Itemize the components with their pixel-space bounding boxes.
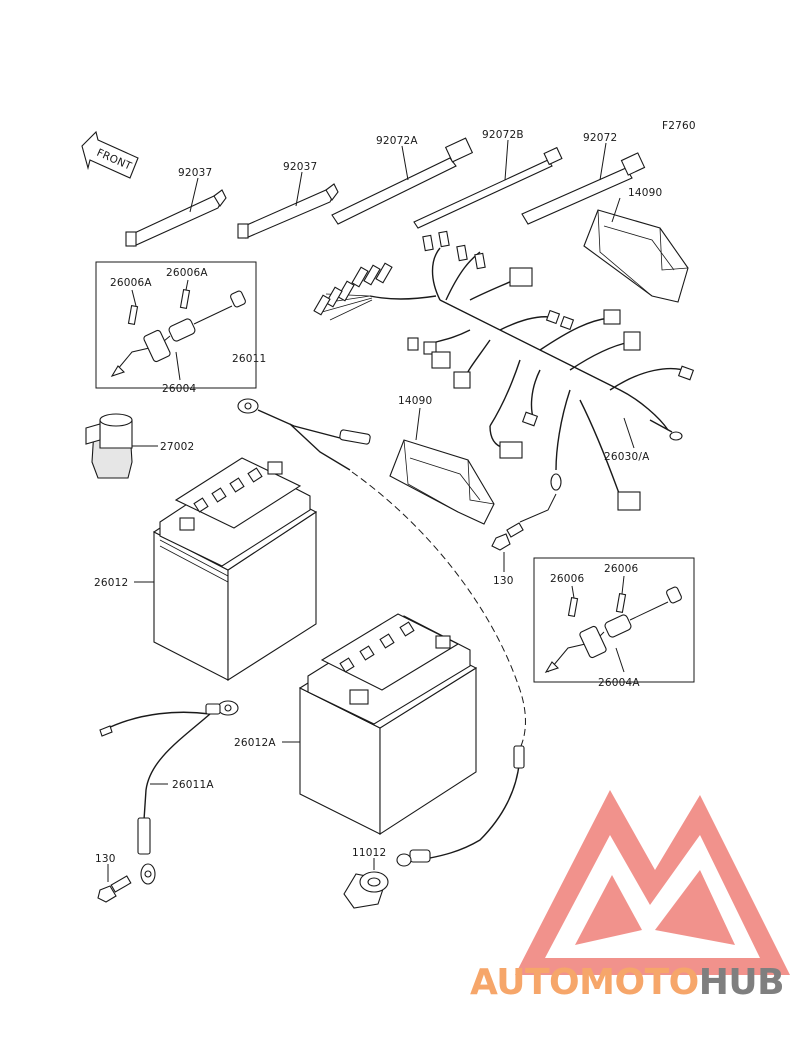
label-130-b: 130 bbox=[95, 853, 116, 865]
battery-26012 bbox=[152, 457, 318, 682]
strap-92037-b bbox=[237, 183, 339, 239]
label-26012: 26012 bbox=[94, 577, 128, 589]
automotohub-wordmark: AUTOMOTOHUB bbox=[470, 962, 785, 1003]
label-26006-a: 26006 bbox=[550, 573, 585, 585]
box-26004A bbox=[533, 557, 695, 683]
label-26011: 26011 bbox=[232, 353, 266, 365]
tie-92072B bbox=[413, 146, 563, 229]
fuse-holder-26004 bbox=[110, 290, 246, 377]
label-92072B: 92072B bbox=[482, 129, 524, 141]
battery-cells-26012 bbox=[193, 467, 263, 513]
cover-14090-b bbox=[389, 439, 495, 525]
tie-92072 bbox=[521, 152, 646, 225]
label-26011A: 26011A bbox=[172, 779, 214, 791]
fuse-holder-26004A bbox=[544, 586, 682, 673]
bolt-130-b bbox=[97, 875, 132, 903]
automotohub-logo-icon bbox=[515, 790, 790, 975]
figure-code: F2760 bbox=[662, 120, 696, 132]
cover-14090-a bbox=[583, 209, 689, 303]
dashed-connection-line bbox=[351, 471, 526, 749]
cable-26011A bbox=[99, 700, 239, 885]
fuse-26006A bbox=[127, 288, 191, 326]
bolt-130-a bbox=[491, 493, 557, 551]
relay-27002 bbox=[85, 413, 133, 479]
label-11012: 11012 bbox=[352, 847, 386, 859]
label-14090-a: 14090 bbox=[628, 187, 662, 199]
cap-11012 bbox=[343, 871, 389, 909]
label-14090-b: 14090 bbox=[398, 395, 432, 407]
wordmark-part2: HUB bbox=[698, 962, 785, 1003]
label-92072: 92072 bbox=[583, 132, 617, 144]
battery-cells-26012A bbox=[339, 621, 415, 673]
fuse-26006 bbox=[567, 592, 627, 618]
label-26004A: 26004A bbox=[598, 677, 640, 689]
tie-92072A bbox=[331, 137, 474, 225]
label-27002: 27002 bbox=[160, 441, 194, 453]
label-26006A-a: 26006A bbox=[110, 277, 152, 289]
wiring-harness-26030 bbox=[313, 230, 695, 511]
strap-92037-a bbox=[125, 189, 227, 247]
front-arrow-icon: FRONT bbox=[81, 130, 139, 179]
label-26030A: 26030/A bbox=[604, 451, 650, 463]
label-26004: 26004 bbox=[162, 383, 197, 395]
battery-26012A bbox=[298, 613, 478, 836]
cable-11012 bbox=[396, 745, 525, 867]
wordmark-part1: AUTOMOTO bbox=[470, 962, 699, 1003]
label-92037-b: 92037 bbox=[283, 161, 317, 173]
connector-cluster-left bbox=[313, 262, 393, 316]
box-26004 bbox=[95, 261, 257, 389]
label-26006-b: 26006 bbox=[604, 563, 639, 575]
label-92037-a: 92037 bbox=[178, 167, 212, 179]
label-130-a: 130 bbox=[493, 575, 514, 587]
label-26006A-b: 26006A bbox=[166, 267, 208, 279]
label-26012A: 26012A bbox=[234, 737, 276, 749]
cable-26011 bbox=[237, 398, 371, 471]
label-92072A: 92072A bbox=[376, 135, 418, 147]
